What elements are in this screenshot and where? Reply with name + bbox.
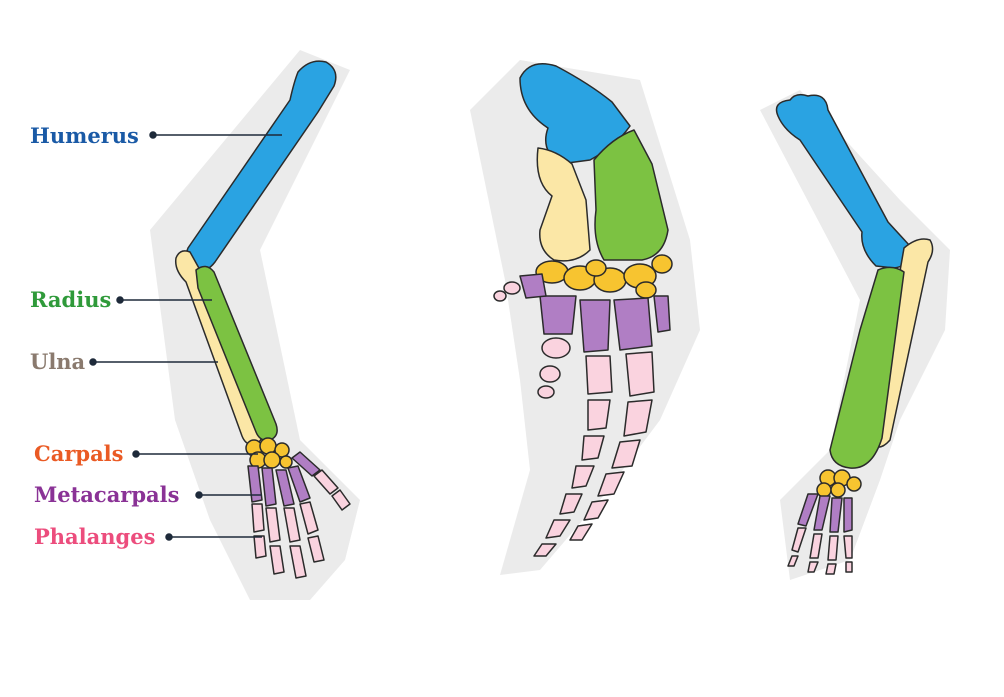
label-phalanges: Phalanges bbox=[34, 524, 155, 549]
right-radius bbox=[829, 266, 905, 469]
bone-labels: Humerus Radius Ulna Carpals Metacarpals … bbox=[30, 123, 179, 549]
label-ulna: Ulna bbox=[30, 349, 86, 374]
humerus-leader-dot bbox=[149, 131, 157, 139]
left-carpals bbox=[245, 437, 293, 469]
left-phalanges bbox=[251, 469, 351, 579]
left-metacarpals bbox=[247, 451, 321, 507]
middle-metacarpals bbox=[519, 273, 671, 353]
leader-lines bbox=[89, 131, 282, 541]
middle-carpals bbox=[535, 254, 673, 299]
label-radius: Radius bbox=[30, 287, 111, 312]
label-carpals: Carpals bbox=[34, 441, 123, 466]
middle-ulna bbox=[536, 147, 591, 262]
right-metacarpals bbox=[797, 493, 853, 533]
right-limb-shadow bbox=[760, 90, 950, 580]
left-radius bbox=[195, 265, 278, 442]
carpals-leader-dot bbox=[132, 450, 140, 458]
phalanges-leader-dot bbox=[165, 533, 173, 541]
left-limb-human-arm bbox=[174, 60, 351, 579]
label-metacarpals: Metacarpals bbox=[34, 482, 179, 507]
middle-limb-paw bbox=[493, 63, 673, 557]
ulna-leader-dot bbox=[89, 358, 97, 366]
middle-radius bbox=[593, 129, 669, 261]
metacarpals-leader-dot bbox=[195, 491, 203, 499]
right-phalanges bbox=[787, 527, 853, 575]
right-carpals bbox=[816, 469, 862, 498]
radius-leader-dot bbox=[116, 296, 124, 304]
right-limb-foreleg bbox=[775, 93, 934, 575]
middle-phalanges bbox=[493, 281, 655, 557]
label-humerus: Humerus bbox=[30, 123, 139, 148]
